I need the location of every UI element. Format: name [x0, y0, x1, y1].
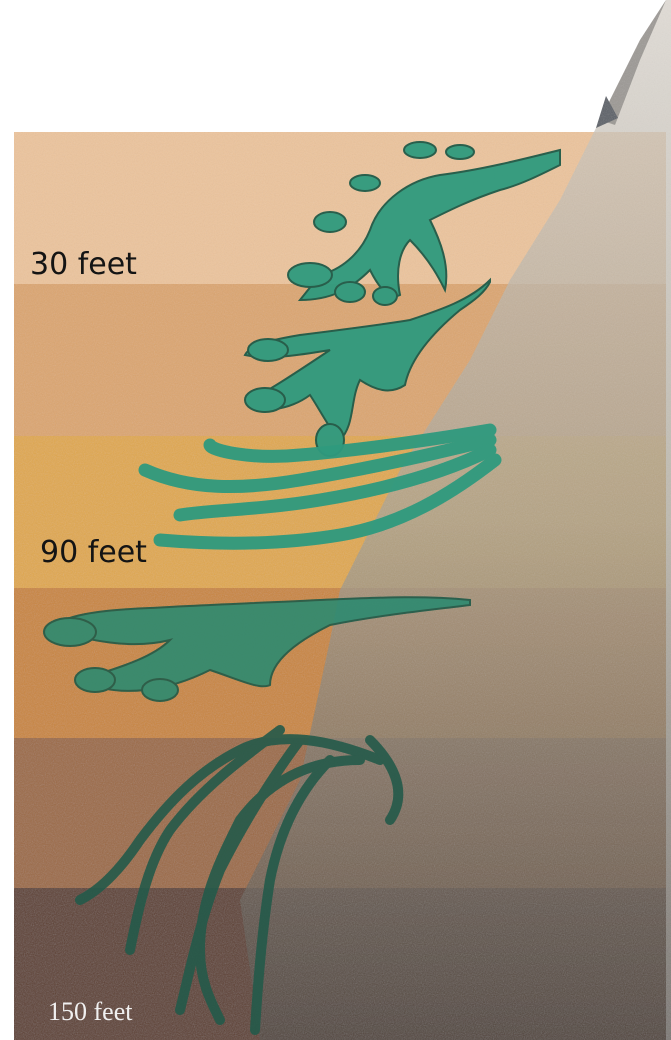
depth-label-150-feet: 150 feet [48, 997, 133, 1026]
depth-label-30-feet: 30 feet [30, 247, 137, 282]
depth-label-90-feet: 90 feet [40, 535, 147, 570]
